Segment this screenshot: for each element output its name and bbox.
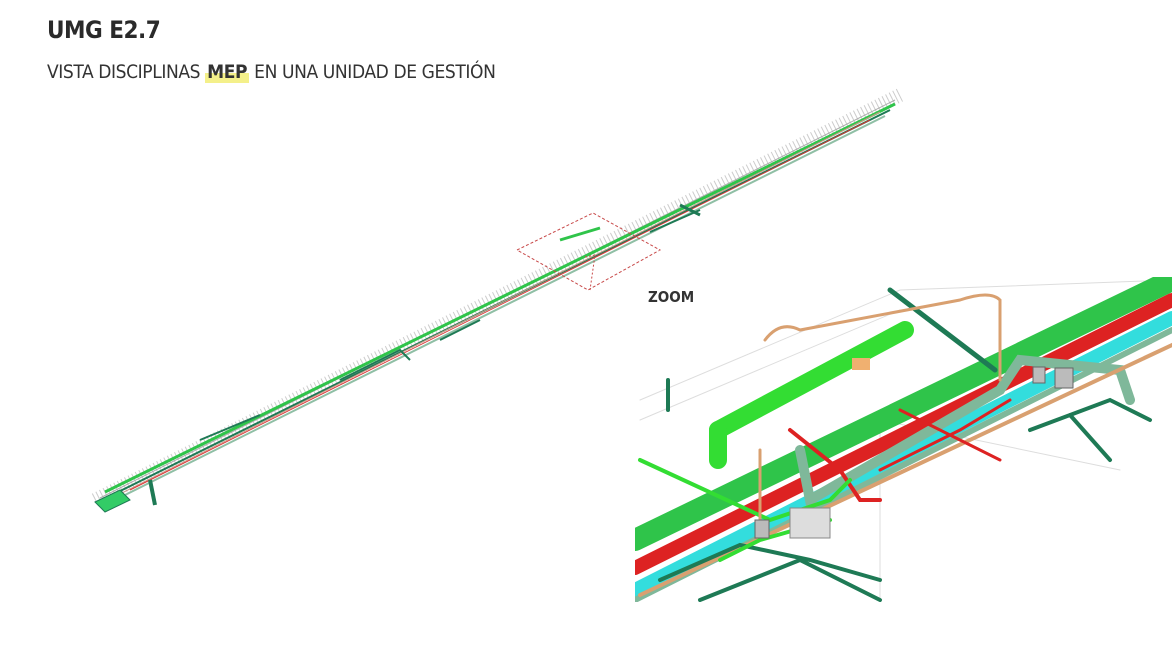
- zoom-detail-view: [635, 277, 1172, 602]
- slide-subtitle: VISTA DISCIPLINAS MEP EN UNA UNIDAD DE G…: [47, 61, 496, 83]
- slide-title: UMG E2.7: [47, 16, 161, 44]
- mep-network-overview: [91, 88, 904, 513]
- zoom-label: ZOOM: [648, 288, 695, 306]
- subtitle-text: VISTA DISCIPLINAS: [47, 61, 206, 83]
- zoom-region-box: [515, 212, 662, 291]
- subtitle-highlight: MEP: [205, 61, 250, 83]
- subtitle-text-end: EN UNA UNIDAD DE GESTIÓN: [249, 61, 496, 83]
